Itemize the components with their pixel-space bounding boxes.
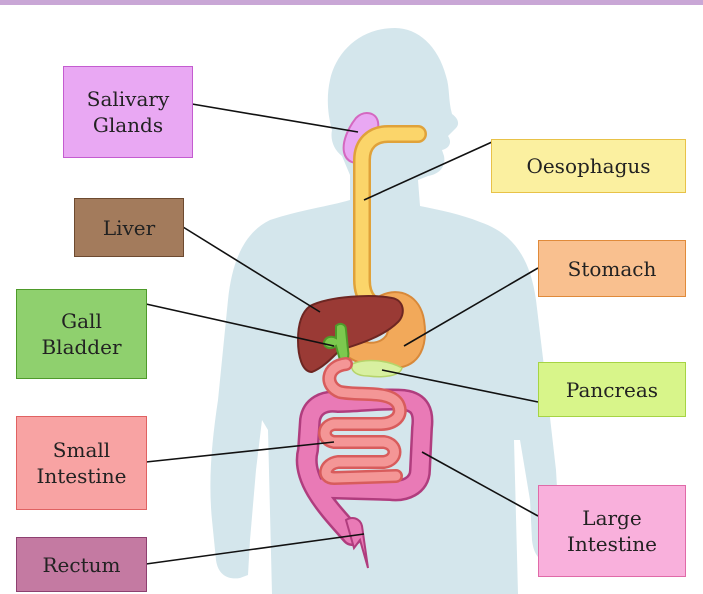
label-rectum: Rectum xyxy=(16,537,147,592)
label-stomach: Stomach xyxy=(538,240,686,297)
label-oesophagus: Oesophagus xyxy=(491,139,686,193)
label-pancreas: Pancreas xyxy=(538,362,686,417)
label-liver: Liver xyxy=(74,198,184,257)
